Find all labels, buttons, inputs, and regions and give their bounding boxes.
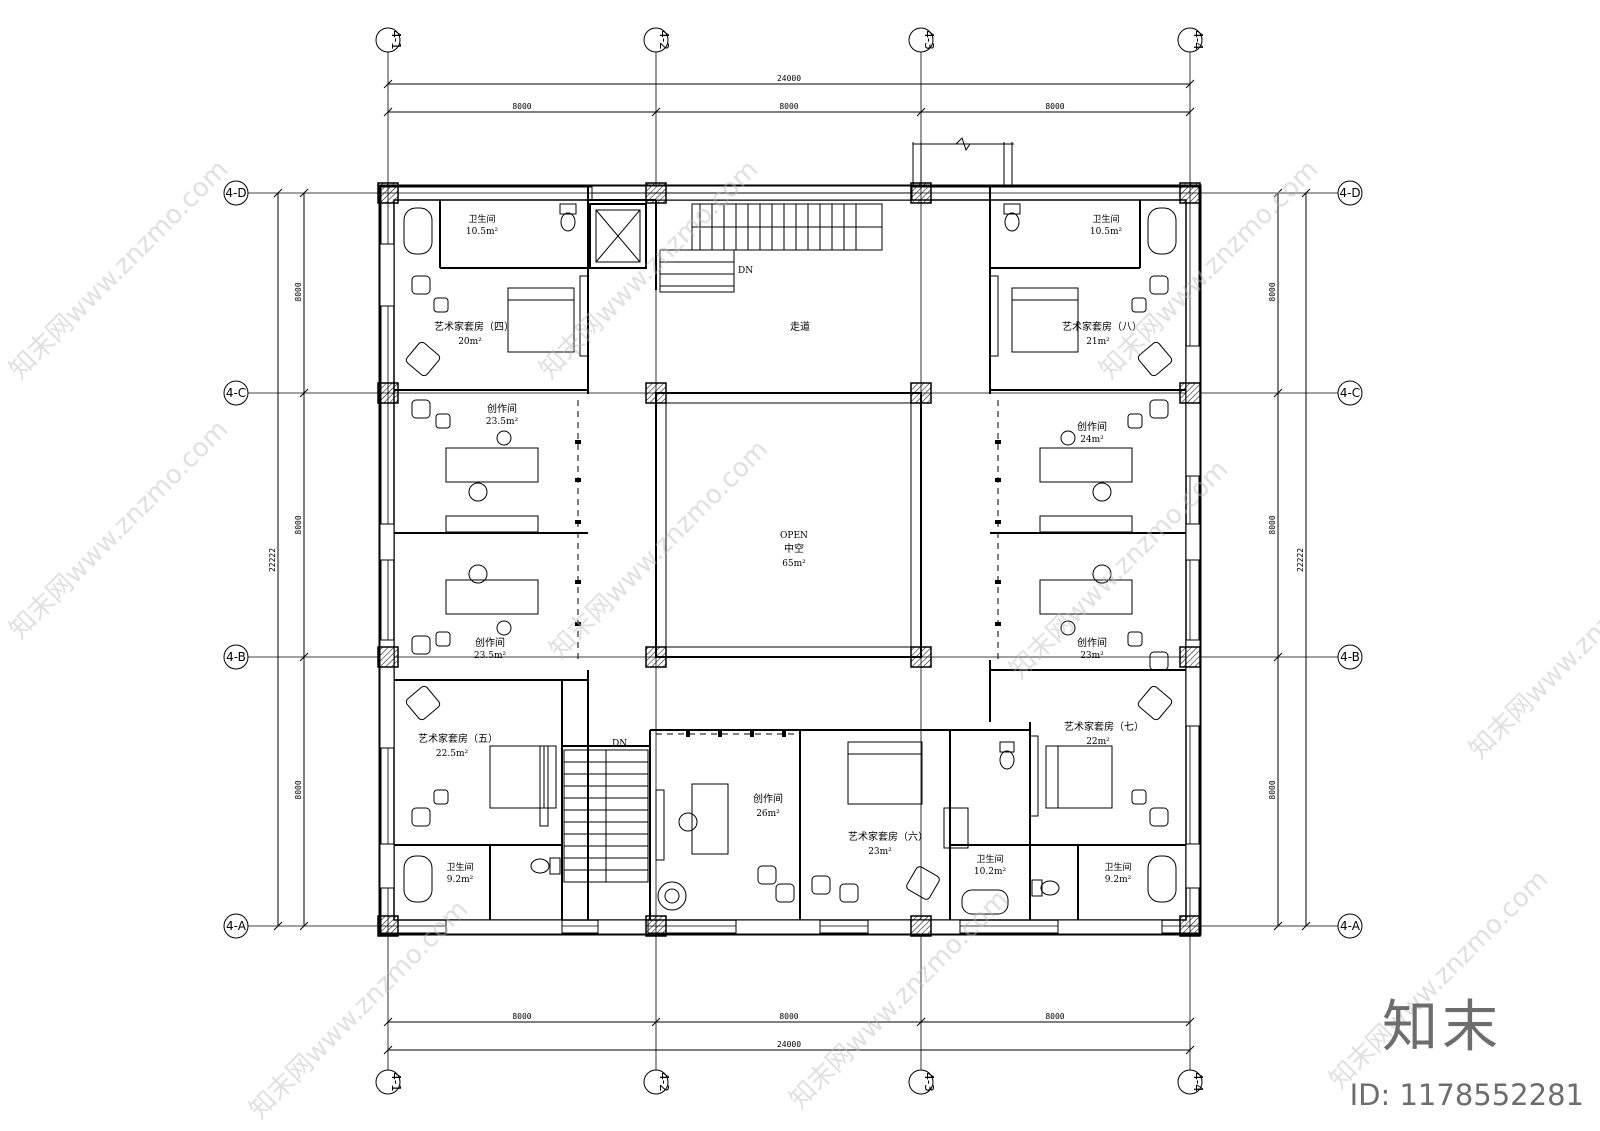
dim-top-span-3: 8000 [1045,102,1064,111]
axis-col-3-top: 4-3 [922,30,936,50]
axis-col-4-top: 4-4 [1191,30,1205,50]
stair-south-label: DN [612,739,627,749]
axis-col-4-bottom: 4-4 [1191,1072,1205,1092]
suite-4-area: 20m² [458,337,482,347]
watermark-text: 知末网www.znzmo.com [1464,534,1600,765]
watermark-text: 知末网www.znzmo.com [1094,154,1325,385]
axis-row-b-right: 4-B [1340,650,1360,664]
axis-bubbles [223,27,1363,1095]
desks [445,447,1133,855]
dim-right-span-2: 8000 [1268,515,1277,534]
wc-nw-name: 卫生间 [468,213,495,225]
columns [377,182,1201,937]
axis-row-a-left: 4-A [226,919,247,933]
axis-col-1-top: 4-1 [389,30,403,50]
suite-5-area: 22.5m² [436,749,469,759]
suite-4-name: 艺术家套房（四） [434,320,514,333]
dim-top-span-1: 8000 [512,102,531,111]
studio-w1-area: 23.5m² [486,417,519,427]
dim-left-span-2: 8000 [294,515,303,534]
dim-right-total: 22222 [1296,548,1305,572]
watermark-layer: 知末网www.znzmo.com 知末网www.znzmo.com 知末网www… [4,154,1600,1125]
dim-bottom-span-2: 8000 [779,1012,798,1021]
suite-5-name: 艺术家套房（五） [418,732,498,745]
wc-ne-area: 10.5m² [1090,227,1123,237]
atrium-name: 中空 [784,542,804,555]
wc-s-area: 10.2m² [974,867,1007,877]
dim-bottom-span-3: 8000 [1045,1012,1064,1021]
stair-north-label: DN [738,266,753,276]
image-id: ID: 1178552281 [1349,1078,1584,1112]
axis-col-1-bottom: 4-1 [389,1072,403,1092]
studio-s-area: 26m² [756,809,780,819]
beds [489,287,1113,809]
axis-row-c-right: 4-C [1340,386,1360,400]
chairs [405,275,1173,903]
suite-6-area: 23m² [868,847,892,857]
axis-row-a-right: 4-A [1340,919,1361,933]
axis-row-b-left: 4-B [226,650,246,664]
axis-col-2-top: 4-2 [657,30,671,50]
wardrobes [539,275,1039,861]
entrance-detail [912,137,1014,186]
wc-se-area: 9.2m² [1105,875,1132,885]
bathtubs [403,207,1177,915]
dim-top-total: 24000 [777,74,801,83]
stair-north [595,203,883,293]
watermark-text: 知末网www.znzmo.com [4,414,235,645]
windows [379,185,1201,935]
dim-left-span-3: 8000 [294,780,303,799]
studio-w2-name: 创作间 [475,636,505,649]
atrium-void [655,392,922,658]
wc-nw-area: 10.5m² [466,227,499,237]
studio-w2-area: 23.5m² [474,651,507,661]
corridor-name: 走道 [790,320,810,333]
glass-partitions [577,400,999,735]
watermark-text: 知末网www.znzmo.com [784,884,1015,1115]
watermark-text: 知末网www.znzmo.com [244,894,475,1125]
brand-logo: 知末 [1382,995,1502,1060]
dim-top-span-2: 8000 [779,102,798,111]
axis-col-3-bottom: 4-3 [922,1072,936,1092]
atrium-area: 65m² [782,559,806,569]
mullions [575,440,1001,737]
suite-6-name: 艺术家套房（六） [848,830,928,843]
watermark-text: 知末网www.znzmo.com [4,154,235,385]
studio-e1-area: 24m² [1080,435,1104,445]
stair-south [563,749,649,883]
suite-8-name: 艺术家套房（八） [1062,320,1142,333]
studio-s-name: 创作间 [753,792,783,805]
axis-row-d-right: 4-D [1339,186,1360,200]
suite-7-name: 艺术家套房（七） [1064,720,1144,733]
plant [657,881,687,911]
wc-s-name: 卫生间 [976,853,1003,865]
wc-se-name: 卫生间 [1104,861,1131,873]
axis-col-2-bottom: 4-2 [657,1072,671,1092]
toilets [530,203,1060,897]
dim-right-span-1: 8000 [1268,282,1277,301]
suite-7-area: 22m² [1086,737,1110,747]
studio-e1-name: 创作间 [1077,420,1107,433]
wc-sw-area: 9.2m² [447,875,474,885]
studio-e2-name: 创作间 [1077,636,1107,649]
studio-e2-area: 23m² [1080,651,1104,661]
dim-left-span-1: 8000 [294,282,303,301]
suite-8-area: 21m² [1086,337,1110,347]
dim-bottom-total: 24000 [777,1040,801,1049]
atrium-name-en: OPEN [780,531,808,541]
wc-sw-name: 卫生间 [446,861,473,873]
dim-right-span-3: 8000 [1268,780,1277,799]
dim-bottom-span-1: 8000 [512,1012,531,1021]
studio-w1-name: 创作间 [487,402,517,415]
axis-row-c-left: 4-C [226,386,246,400]
dim-left-total: 22222 [268,548,277,572]
wc-ne-name: 卫生间 [1092,213,1119,225]
axis-row-d-left: 4-D [225,186,246,200]
